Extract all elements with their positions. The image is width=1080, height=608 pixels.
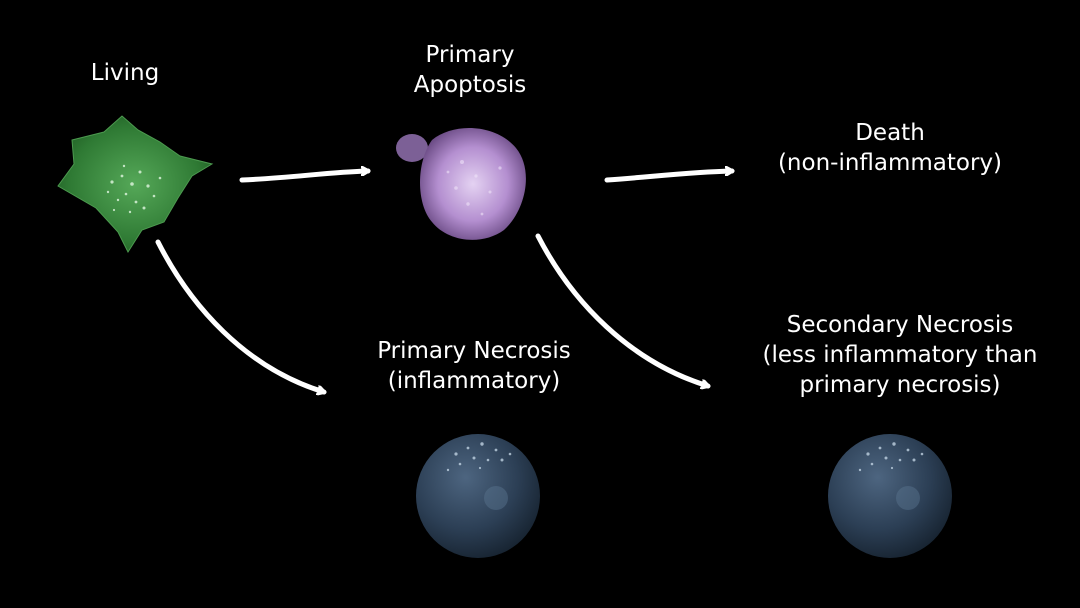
secondary-necrosis-cell-image [828,434,952,558]
primary-necrosis-cell-image [416,434,540,558]
secondary-necrosis-cell-body [828,434,952,558]
secondary-necrosis-granules [858,442,924,472]
apoptotic-cell-texture [446,160,502,216]
label-death: Death (non-inflammatory) [750,118,1030,178]
label-primary-necrosis-line-2: (inflammatory) [387,368,561,394]
label-primary-apoptosis-line-2: Apoptosis [413,72,527,98]
label-secondary-necrosis-line-3: primary necrosis) [799,372,1001,398]
label-living: Living [60,58,190,88]
label-primary-necrosis: Primary Necrosis (inflammatory) [344,336,604,396]
arrow-apoptosis-to-death [604,171,735,183]
label-death-line-1: Death [855,120,925,146]
label-living-line: Living [90,60,160,86]
arrow-living-to-primary-necrosis [155,239,327,392]
label-death-line-2: (non-inflammatory) [777,150,1003,176]
label-secondary-necrosis: Secondary Necrosis (less inflammatory th… [735,310,1065,400]
arrow-living-to-apoptosis [239,171,371,183]
living-cell-body [57,115,214,254]
primary-necrosis-granules [446,442,512,472]
living-cell-image [57,115,214,254]
primary-necrosis-vacuole [484,486,508,510]
primary-necrosis-cell-body [416,434,540,558]
label-primary-necrosis-line-1: Primary Necrosis [377,338,571,364]
apoptotic-bleb [396,134,428,162]
apoptotic-cell-image [396,128,526,240]
apoptotic-cell-body [420,128,526,240]
secondary-necrosis-vacuole [896,486,920,510]
label-primary-apoptosis: Primary Apoptosis [380,40,560,100]
label-secondary-necrosis-line-1: Secondary Necrosis [786,312,1014,338]
label-secondary-necrosis-line-2: (less inflammatory than [762,342,1038,368]
arrow-apoptosis-to-secondary-necrosis [535,233,711,386]
living-cell-granules [106,164,162,214]
label-primary-apoptosis-line-1: Primary [425,42,515,68]
